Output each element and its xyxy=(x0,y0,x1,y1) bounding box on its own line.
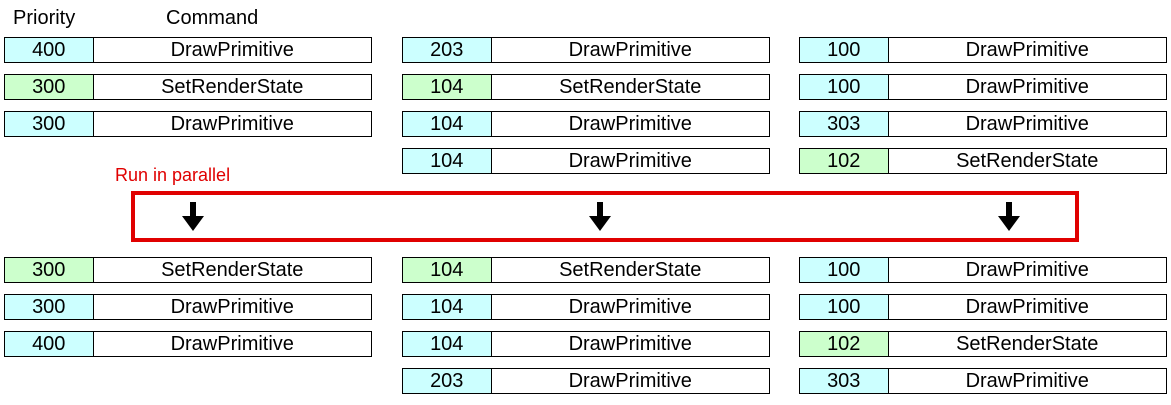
command-cell: DrawPrimitive xyxy=(888,38,1166,62)
priority-cell: 203 xyxy=(403,38,492,62)
command-cell: DrawPrimitive xyxy=(888,112,1166,136)
priority-cell: 400 xyxy=(5,38,94,62)
priority-cell: 300 xyxy=(5,75,94,99)
priority-cell: 104 xyxy=(403,258,492,282)
run-in-parallel-note: Run in parallel xyxy=(115,165,231,185)
command-cell: SetRenderState xyxy=(888,332,1166,356)
command-cell: DrawPrimitive xyxy=(491,38,769,62)
command-cell: DrawPrimitive xyxy=(491,332,769,356)
priority-cell: 104 xyxy=(403,149,492,173)
priority-cell: 102 xyxy=(800,149,889,173)
command-cell: DrawPrimitive xyxy=(93,295,371,319)
priority-cell: 303 xyxy=(800,369,889,393)
command-cell: SetRenderState xyxy=(491,75,769,99)
priority-cell: 100 xyxy=(800,38,889,62)
down-arrow-icon xyxy=(589,202,611,231)
command-cell: DrawPrimitive xyxy=(888,369,1166,393)
priority-cell: 100 xyxy=(800,75,889,99)
priority-cell: 104 xyxy=(403,112,492,136)
priority-cell: 104 xyxy=(403,332,492,356)
priority-cell: 104 xyxy=(403,295,492,319)
command-cell: DrawPrimitive xyxy=(491,369,769,393)
priority-cell: 303 xyxy=(800,112,889,136)
priority-cell: 102 xyxy=(800,332,889,356)
command-cell: DrawPrimitive xyxy=(93,332,371,356)
priority-cell: 100 xyxy=(800,258,889,282)
command-cell: DrawPrimitive xyxy=(93,38,371,62)
command-cell: SetRenderState xyxy=(93,258,371,282)
command-cell: DrawPrimitive xyxy=(491,149,769,173)
command-cell: DrawPrimitive xyxy=(888,295,1166,319)
down-arrow-icon xyxy=(998,202,1020,231)
command-cell: SetRenderState xyxy=(491,258,769,282)
command-cell: DrawPrimitive xyxy=(888,75,1166,99)
command-cell: DrawPrimitive xyxy=(491,112,769,136)
priority-cell: 100 xyxy=(800,295,889,319)
command-cell: DrawPrimitive xyxy=(491,295,769,319)
priority-header: Priority xyxy=(13,7,76,29)
down-arrow-icon xyxy=(182,202,204,231)
command-cell: SetRenderState xyxy=(888,149,1166,173)
priority-cell: 203 xyxy=(403,369,492,393)
priority-cell: 400 xyxy=(5,332,94,356)
command-cell: DrawPrimitive xyxy=(93,112,371,136)
command-cell: DrawPrimitive xyxy=(888,258,1166,282)
priority-cell: 300 xyxy=(5,112,94,136)
priority-cell: 300 xyxy=(5,258,94,282)
priority-cell: 104 xyxy=(403,75,492,99)
parallel-frame xyxy=(131,191,1079,242)
command-cell: SetRenderState xyxy=(93,75,371,99)
command-header: Command xyxy=(166,7,259,29)
priority-cell: 300 xyxy=(5,295,94,319)
